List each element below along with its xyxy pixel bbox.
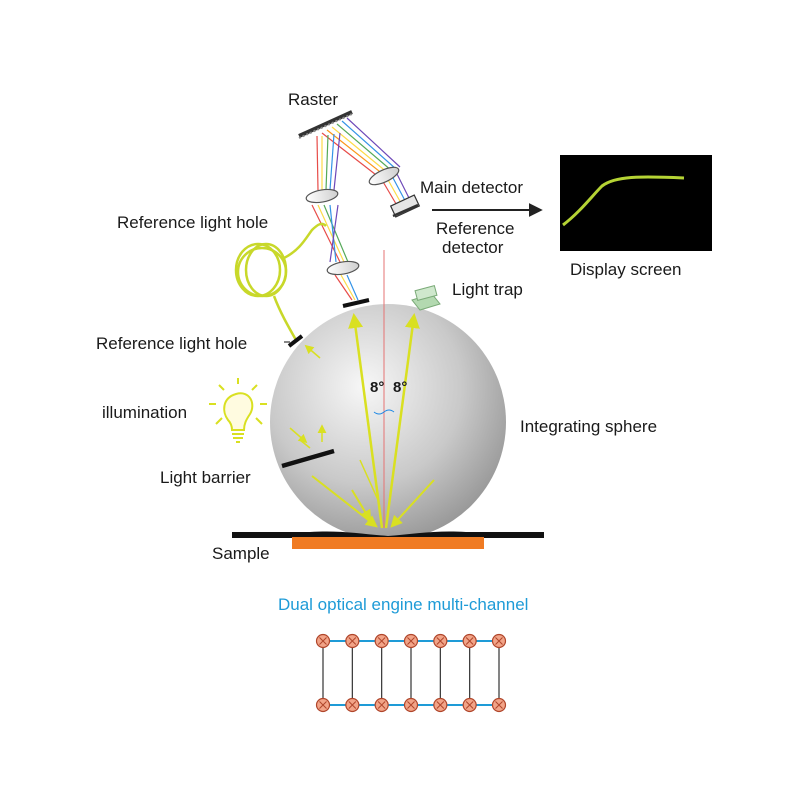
label-display-screen: Display screen — [570, 260, 682, 279]
fiber-coil-icon — [234, 222, 327, 341]
channel-node-mark — [495, 637, 503, 645]
label-reference-light-hole-side: Reference light hole — [96, 334, 247, 353]
beam-raster-to-main-detector — [321, 117, 415, 215]
label-integrating-sphere: Integrating sphere — [520, 417, 657, 436]
ray-arrows — [289, 313, 435, 529]
channel-node-mark — [436, 701, 445, 709]
display-screen — [560, 155, 712, 251]
lenses — [305, 166, 400, 276]
channel-node-mark — [348, 701, 357, 709]
channel-node-mark — [319, 637, 327, 645]
label-main-detector: Main detector — [420, 178, 523, 197]
sample-block — [292, 537, 484, 549]
channel-node-mark — [377, 637, 386, 645]
channel-node-mark — [436, 637, 445, 645]
caption-dual-engine: Dual optical engine multi-channel — [278, 595, 528, 614]
channel-node-mark — [319, 701, 327, 709]
angle-arc — [373, 409, 395, 415]
lens-upper-left — [305, 188, 339, 204]
channel-node-mark — [377, 701, 386, 709]
lightbulb-icon — [209, 378, 267, 443]
channel-grid — [315, 633, 507, 713]
lens-lower — [326, 260, 360, 276]
label-angle-right: 8° — [393, 379, 407, 396]
channel-node-mark — [407, 637, 415, 645]
label-illumination: illumination — [102, 403, 187, 422]
label-reference-detector-2: detector — [442, 238, 504, 257]
sphere-ports — [287, 284, 441, 348]
lens-upper-right — [368, 166, 400, 186]
channel-node-mark — [407, 701, 415, 709]
main-detector-housing — [389, 194, 421, 218]
display-curve — [562, 175, 685, 227]
label-reference-detector-1: Reference — [436, 219, 514, 238]
label-raster: Raster — [288, 90, 338, 109]
top-reference-port — [342, 298, 370, 308]
light-trap-body — [411, 284, 441, 311]
spectral-beams — [311, 117, 415, 301]
raster-grating — [298, 110, 353, 139]
label-sample: Sample — [212, 544, 270, 563]
label-light-trap: Light trap — [452, 280, 523, 299]
beam-raster-to-reference — [311, 132, 359, 301]
channel-node-mark — [348, 637, 357, 645]
channel-node-mark — [465, 637, 474, 645]
label-light-barrier: Light barrier — [160, 468, 251, 487]
integrating-sphere — [270, 304, 506, 540]
label-angle-left: 8° — [370, 379, 384, 396]
label-reference-light-hole-top: Reference light hole — [117, 213, 268, 232]
side-reference-port — [287, 334, 304, 348]
sample-stage — [232, 531, 544, 549]
light-barrier — [281, 448, 335, 469]
channel-node-mark — [465, 701, 474, 709]
channel-node-mark — [495, 701, 503, 709]
